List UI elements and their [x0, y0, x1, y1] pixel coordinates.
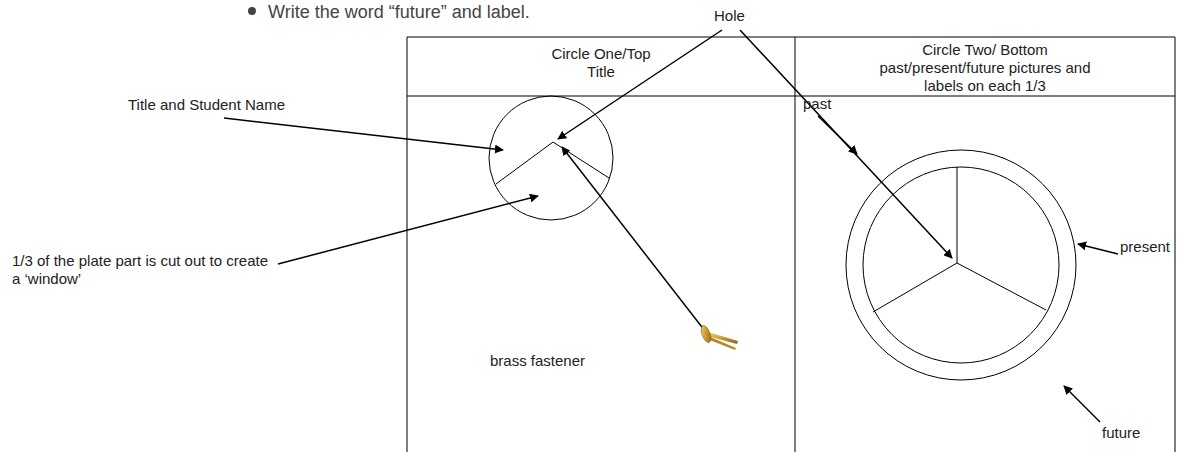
callout-label: Title and Student Name [128, 96, 328, 114]
table-header: Circle One/Top Title [539, 45, 664, 81]
bullet [248, 7, 256, 15]
brass-fastener-icon [699, 324, 738, 350]
part-label: brass fastener [490, 352, 630, 370]
bottom-plate [846, 150, 1076, 380]
table-header: Circle Two/ Bottom past/present/future p… [860, 41, 1110, 95]
segment-label: future [1102, 424, 1162, 442]
leader-arrows [224, 30, 1118, 422]
segment-label: past [803, 95, 863, 113]
segment-label: present [1120, 238, 1180, 256]
part-label: Hole [714, 7, 774, 25]
table-grid [407, 37, 1175, 452]
instruction-text: Write the word “future” and label. [268, 1, 688, 23]
callout-label: 1/3 of the plate part is cut out to crea… [12, 252, 274, 288]
